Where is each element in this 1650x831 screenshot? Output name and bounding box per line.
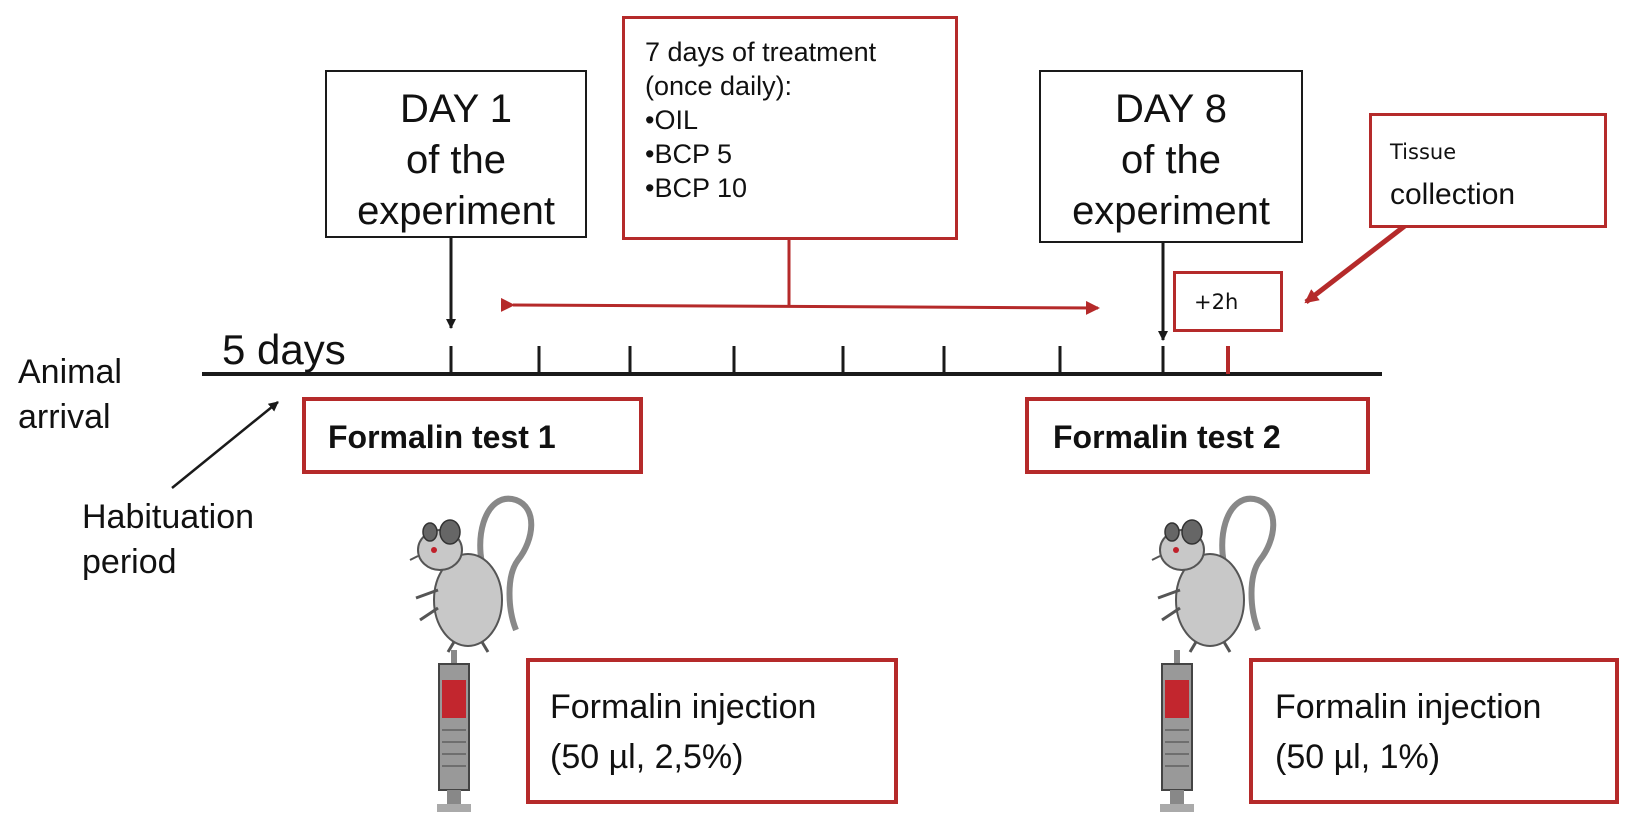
day8-line-1: DAY 8 [1115, 87, 1227, 131]
injection-2-line-1: Formalin injection [1275, 688, 1542, 726]
tissue-label-line-1: Tissue [1390, 140, 1457, 164]
syringe-icon-2 [1160, 650, 1194, 812]
rat-illustration-2 [1151, 495, 1277, 653]
habituation-arrow [171, 401, 279, 489]
habituation-line-1: Habituation [82, 498, 255, 536]
injection-1-line-1: Formalin injection [550, 688, 817, 726]
treatment-item-bcp5: •BCP 5 [645, 139, 732, 169]
tissue-collection-box: Tissue collection [1369, 113, 1607, 228]
day8-line-2: of the [1120, 138, 1222, 182]
formalin-test-1-box: Formalin test 1 [302, 397, 643, 474]
rat-illustration-1 [409, 495, 535, 653]
treatment-item-bcp10: •BCP 10 [645, 173, 748, 203]
formalin-test-2-box: Formalin test 2 [1025, 397, 1370, 474]
formalin-test-1-label: Formalin test 1 [328, 419, 556, 455]
day1-box: DAY 1 of the experiment [325, 70, 587, 238]
animal-arrival-label: Animal arrival [18, 350, 122, 440]
treatment-span-arrow [500, 297, 1100, 315]
plus2h-label: +2h [1194, 290, 1239, 314]
treatment-box: 7 days of treatment (once daily): •OIL •… [622, 16, 958, 240]
day1-line-2: of the [405, 138, 507, 182]
day1-line-3: experiment [357, 189, 555, 233]
formalin-test-2-label: Formalin test 2 [1053, 419, 1281, 455]
treatment-heading-line-1: 7 days of treatment [645, 37, 877, 67]
syringe-icon-1 [437, 650, 471, 812]
animal-arrival-line-2: arrival [18, 398, 111, 436]
tissue-label-line-2: collection [1390, 178, 1516, 211]
habituation-period-label: Habituation period [82, 495, 254, 585]
habituation-line-2: period [82, 543, 177, 581]
injection-1-line-2: (50 µl, 2,5%) [550, 738, 744, 776]
plus2h-box: +2h [1173, 271, 1283, 332]
treatment-item-oil: •OIL [645, 105, 698, 135]
animal-arrival-line-1: Animal [18, 353, 122, 391]
treatment-heading-line-2: (once daily): [645, 71, 793, 101]
formalin-injection-2-box: Formalin injection (50 µl, 1%) [1249, 658, 1619, 804]
day-ticks [449, 346, 1165, 374]
formalin-injection-1-box: Formalin injection (50 µl, 2,5%) [526, 658, 898, 804]
injection-2-line-2: (50 µl, 1%) [1275, 738, 1441, 776]
habituation-duration-label: 5 days [222, 326, 346, 373]
day1-line-1: DAY 1 [400, 87, 512, 131]
tissue-arrow [1304, 223, 1408, 304]
day8-line-3: experiment [1072, 189, 1270, 233]
day8-box: DAY 8 of the experiment [1039, 70, 1303, 243]
